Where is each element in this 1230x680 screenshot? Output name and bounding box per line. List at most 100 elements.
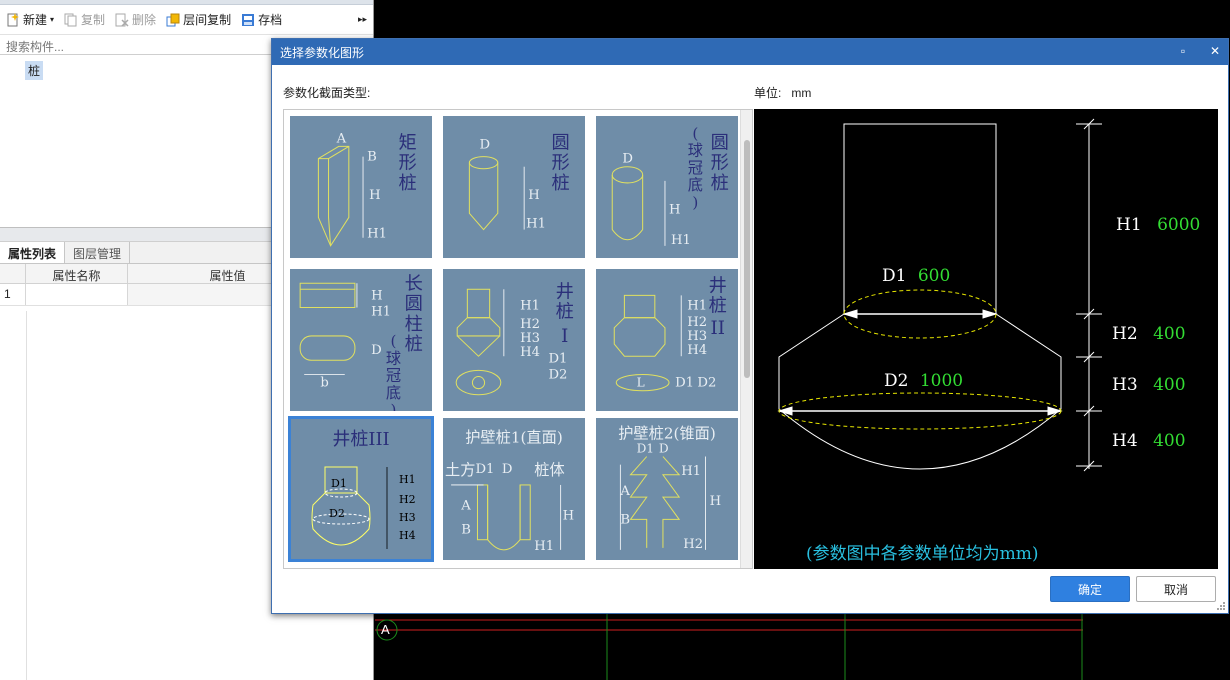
- copy-button[interactable]: 复制: [64, 11, 105, 28]
- preview-unit-note: (参数图中各参数单位均为mm): [806, 544, 1039, 564]
- shape-preview: H1 6000 D1 600 H2 400 D2 1000 H3 400 H4 …: [754, 109, 1218, 569]
- floor-copy-button[interactable]: 层间复制: [166, 11, 231, 28]
- tile-param-label: II: [711, 318, 725, 339]
- maximize-icon[interactable]: ▫: [1180, 44, 1186, 58]
- tile-param-label: D: [480, 137, 491, 152]
- chevron-down-icon: ▾: [50, 15, 55, 24]
- preview-param-d1: D1 600: [882, 266, 950, 286]
- tile-title-char: 桩: [552, 173, 570, 194]
- tab-layer-management[interactable]: 图层管理: [65, 242, 131, 263]
- tile-param-label: D1: [637, 441, 654, 455]
- preview-param-h1: H1 6000: [1116, 215, 1200, 235]
- tile-title-char: 桩: [711, 173, 729, 194]
- param-value[interactable]: 1000: [919, 371, 964, 391]
- canvas-grid: [375, 612, 1083, 680]
- tile-param-label: D: [502, 462, 513, 477]
- tile-param-label: H1: [534, 539, 554, 554]
- copy-icon: [64, 13, 77, 26]
- row-number-header: [0, 264, 26, 283]
- axis-label: A: [381, 622, 390, 637]
- param-name: D2: [884, 371, 909, 391]
- resize-grip-icon[interactable]: [1216, 601, 1226, 611]
- tile-param-label: D: [371, 343, 382, 358]
- param-value[interactable]: 6000: [1157, 215, 1201, 235]
- new-file-icon: [7, 12, 19, 26]
- tile-param-label: H1: [671, 233, 691, 248]
- dialog-titlebar[interactable]: 选择参数化图形 ▫ ✕: [272, 39, 1228, 65]
- tile-title-char: 桩: [556, 302, 574, 323]
- tile-param-label: H: [371, 288, 383, 303]
- tile-title-char: 圆: [552, 132, 570, 153]
- unit-label-group: 单位:mm: [754, 84, 811, 101]
- property-name-cell[interactable]: [26, 284, 128, 305]
- tile-param-label: I: [561, 326, 568, 347]
- tile-shape: [311, 466, 388, 549]
- new-button[interactable]: 新建 ▾: [6, 11, 54, 28]
- ok-button[interactable]: 确定: [1050, 576, 1130, 602]
- toolbar-overflow-icon[interactable]: ▸▸: [357, 14, 367, 24]
- tile-param-label: A: [336, 131, 347, 146]
- tile-param-label: D2: [548, 368, 567, 383]
- close-icon[interactable]: ✕: [1209, 44, 1221, 58]
- param-name: H3: [1112, 375, 1138, 395]
- tile-title-char: 球: [386, 349, 401, 367]
- grid-row-gutter: [26, 311, 27, 680]
- tile-title-char: 底: [688, 176, 703, 194]
- tree-node-pile[interactable]: 桩: [25, 61, 44, 80]
- search-input[interactable]: 搜索构件...: [0, 35, 373, 55]
- new-label: 新建: [23, 13, 48, 27]
- floor-copy-icon: [166, 13, 180, 26]
- param-value[interactable]: 400: [1153, 375, 1186, 395]
- tile-param-label: H2: [399, 493, 416, 506]
- gallery-scrollbar[interactable]: [740, 110, 752, 568]
- tile-title-char: (: [692, 124, 698, 142]
- delete-button[interactable]: 删除: [115, 11, 156, 28]
- tile-param-label: D1: [331, 477, 347, 490]
- scrollbar-thumb[interactable]: [744, 140, 750, 378]
- unit-label: 单位:: [754, 86, 782, 100]
- tile-title-char: 形: [552, 153, 570, 174]
- cancel-button[interactable]: 取消: [1136, 576, 1216, 602]
- row-number: 1: [0, 284, 26, 305]
- param-name: H1: [1116, 215, 1142, 235]
- tile-param-label: 护壁桩2(锥面): [618, 424, 716, 442]
- tab-property-list[interactable]: 属性列表: [0, 242, 66, 263]
- component-toolbar: 新建 ▾ 复制 删除 层间复制 存档 ▸▸: [0, 5, 373, 35]
- tile-param-label: H2: [520, 317, 540, 332]
- param-value[interactable]: 600: [917, 266, 951, 286]
- tile-param-label: D1: [475, 462, 494, 477]
- tile-title-char: 圆: [711, 132, 729, 153]
- floor-copy-label: 层间复制: [183, 13, 232, 27]
- preview-param-d2: D2 1000: [884, 371, 963, 391]
- tile-param-label: H1: [367, 227, 387, 242]
- param-value[interactable]: 400: [1153, 324, 1186, 344]
- tile-shape: [451, 484, 562, 551]
- tile-param-label: H: [563, 508, 575, 523]
- param-value[interactable]: 400: [1153, 431, 1186, 451]
- tile-param-label: 护壁桩1(直面): [465, 428, 563, 446]
- property-name-header: 属性名称: [26, 264, 128, 283]
- dialog-title: 选择参数化图形: [280, 45, 365, 60]
- tile-param-label: A: [619, 484, 630, 499]
- tile-title-char: 桩: [399, 173, 417, 194]
- tile-param-label: b: [320, 376, 328, 391]
- tile-title-char: ): [390, 401, 396, 411]
- tile-param-label: H: [528, 188, 540, 203]
- save-button[interactable]: 存档: [241, 11, 282, 28]
- preview-drawing: [777, 118, 1102, 472]
- tile-param-label: D1: [675, 376, 694, 391]
